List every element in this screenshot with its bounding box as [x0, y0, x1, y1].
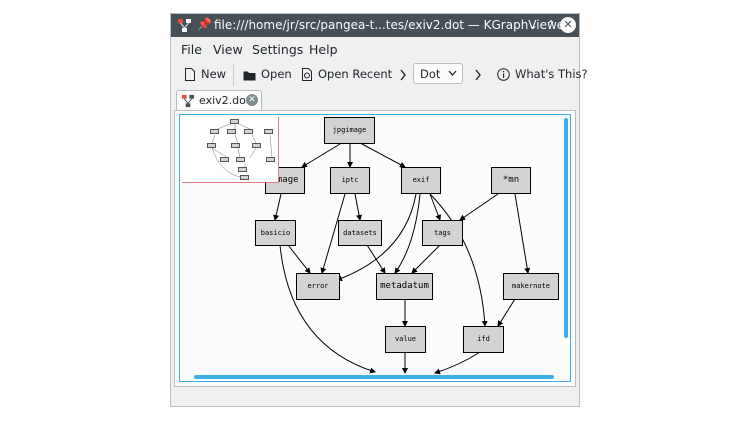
tab-exiv2-dot[interactable]: exiv2.dot ✕	[176, 90, 262, 110]
chevron-down-icon	[448, 70, 457, 76]
edge-exif-ifd	[429, 193, 488, 327]
maximize-button[interactable]: ⌃	[545, 18, 557, 32]
pin-icon[interactable]: 📌	[197, 17, 212, 31]
window-title: file:///home/jr/src/pangea-t...tes/exiv2…	[214, 18, 570, 32]
mini-node	[210, 129, 219, 134]
tab-bar: exiv2.dot ✕	[171, 90, 579, 110]
horizontal-scrollbar[interactable]	[194, 375, 554, 379]
edge-iptc-error	[320, 193, 346, 274]
edge-datasets-metadatum	[366, 244, 386, 274]
vertical-scrollbar[interactable]	[564, 118, 568, 338]
mini-node	[244, 129, 253, 134]
mini-node	[252, 143, 261, 148]
new-document-icon	[185, 68, 195, 81]
menu-settings[interactable]: Settings	[252, 42, 304, 57]
main-toolbar: New Open Open Recent Dot	[171, 62, 588, 88]
toolbar-separator	[233, 64, 234, 86]
edge-tags-metadatum	[411, 244, 441, 274]
node-tags[interactable]: tags	[422, 220, 463, 246]
close-button[interactable]: ✕	[560, 17, 576, 33]
layout-select[interactable]: Dot	[413, 63, 463, 84]
menu-view[interactable]: View	[213, 42, 243, 57]
new-label: New	[201, 67, 227, 81]
node-ifd[interactable]: ifd	[463, 326, 504, 353]
edge-mn-makernote	[514, 193, 531, 274]
edge-ifd-bottom	[434, 351, 481, 375]
birdseye-edges	[211, 121, 273, 178]
kgraphviewer-app-icon	[178, 19, 191, 32]
open-button[interactable]: Open	[243, 67, 292, 81]
node-iptc[interactable]: iptc	[330, 167, 370, 194]
open-recent-label: Open Recent	[318, 67, 393, 81]
node-error[interactable]: error	[296, 273, 340, 300]
node-value[interactable]: value	[385, 326, 426, 353]
minimize-button[interactable]: ⌄	[527, 18, 539, 32]
recent-document-icon	[302, 68, 312, 81]
edge-exif-tags	[429, 193, 442, 221]
node-exif[interactable]: exif	[401, 167, 441, 194]
menu-bar: File View Settings Help	[171, 37, 579, 61]
graph-file-icon	[181, 94, 195, 108]
node-metadatum[interactable]: metadatum	[376, 273, 433, 300]
edge-jpgimage-image	[301, 143, 341, 168]
graph-panel: jpgimage image iptc exif *mn basicio dat…	[174, 110, 576, 387]
edge-jpgimage-exif	[361, 143, 406, 168]
edge-exif-error	[336, 193, 417, 282]
edge-basicio-error	[287, 244, 311, 274]
title-bar[interactable]: 📌 file:///home/jr/src/pangea-t...tes/exi…	[171, 14, 579, 37]
node-basicio[interactable]: basicio	[255, 220, 296, 246]
mini-node	[231, 143, 240, 148]
new-button[interactable]: New	[184, 67, 226, 81]
whats-this-button[interactable]: What's This?	[497, 67, 588, 81]
mini-node	[264, 129, 273, 134]
mini-node	[227, 129, 236, 134]
next-chevron-icon[interactable]	[474, 67, 487, 81]
mini-node	[240, 175, 249, 180]
info-icon	[497, 68, 510, 81]
open-recent-button[interactable]: Open Recent	[301, 67, 392, 81]
layout-select-value: Dot	[420, 67, 441, 81]
mini-node	[236, 157, 245, 162]
folder-open-icon	[243, 71, 256, 81]
edge-iptc-datasets	[354, 193, 363, 221]
edge-basicio-bottom	[279, 244, 376, 374]
node-datasets[interactable]: datasets	[338, 220, 382, 246]
mini-node	[230, 119, 239, 124]
node-jpgimage[interactable]: jpgimage	[324, 117, 375, 144]
menu-file[interactable]: File	[181, 42, 202, 57]
app-window: 📌 file:///home/jr/src/pangea-t...tes/exi…	[170, 13, 588, 407]
mini-node	[238, 167, 247, 172]
graph-edges	[273, 143, 531, 375]
edge-makernote-ifd	[497, 298, 516, 327]
open-label: Open	[261, 67, 292, 81]
edge-image-basicio	[273, 193, 282, 221]
mini-node	[220, 157, 229, 162]
mini-node	[207, 143, 216, 148]
graph-view[interactable]: jpgimage image iptc exif *mn basicio dat…	[179, 114, 571, 382]
mini-node	[266, 157, 275, 162]
menu-help[interactable]: Help	[309, 42, 338, 57]
node-mn[interactable]: *mn	[491, 167, 531, 194]
tab-close-icon[interactable]: ✕	[246, 94, 258, 106]
previous-chevron-icon[interactable]	[399, 67, 412, 81]
tab-label: exiv2.dot	[199, 94, 251, 107]
edge-exif-metadatum	[394, 193, 421, 274]
birdseye-overview[interactable]	[182, 117, 279, 183]
edge-mn-tags	[459, 193, 499, 221]
node-makernote[interactable]: makernote	[503, 273, 559, 300]
whats-this-label: What's This?	[515, 67, 588, 81]
